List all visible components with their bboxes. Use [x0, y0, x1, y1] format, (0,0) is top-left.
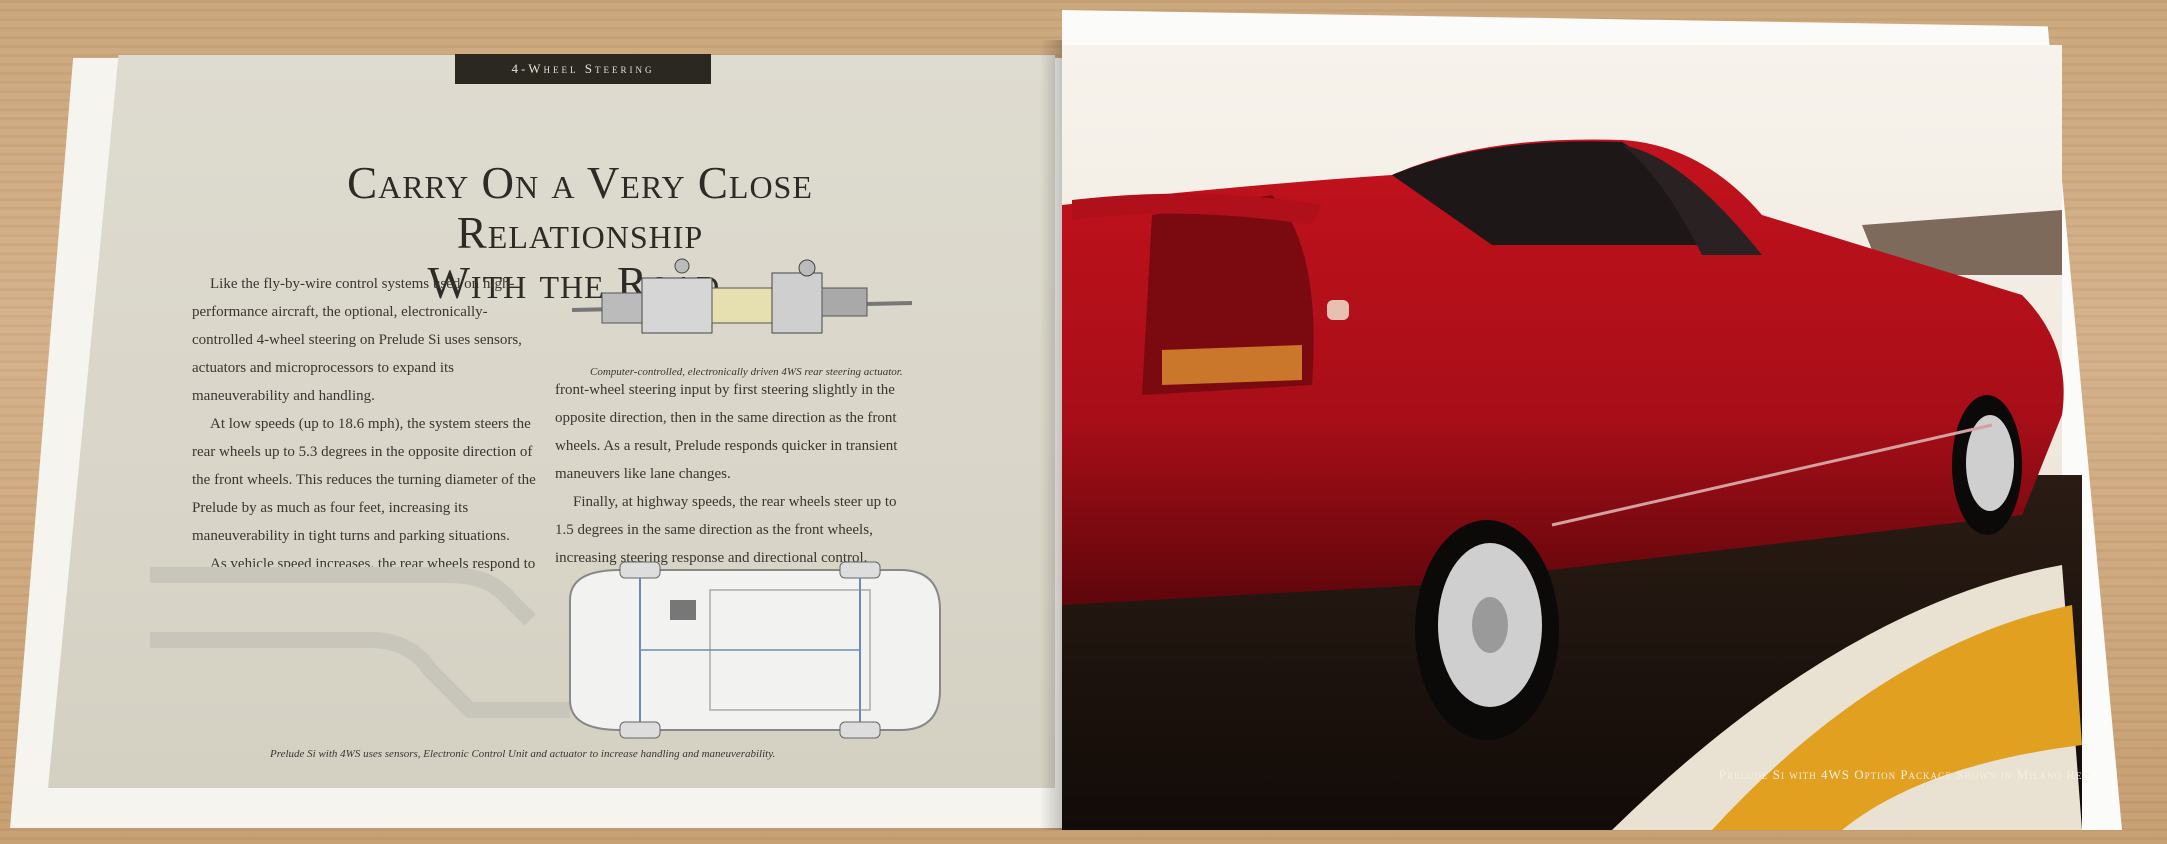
body-column-1: Like the fly-by-wire control systems use…: [192, 270, 547, 578]
body-column-2: front-wheel steering input by first stee…: [555, 376, 900, 572]
body-paragraph: Like the fly-by-wire control systems use…: [192, 276, 522, 404]
car-top-view-illustration: [150, 561, 941, 739]
car-diagram-caption: Prelude Si with 4WS uses sensors, Electr…: [270, 748, 776, 760]
section-tab: 4-Wheel Steering: [455, 54, 711, 84]
actuator-caption: Computer-controlled, electronically driv…: [590, 366, 903, 378]
body-paragraph: At low speeds (up to 18.6 mph), the syst…: [192, 416, 536, 544]
rear-steering-actuator-illustration: [572, 258, 912, 334]
photo-caption: Prelude Si with 4WS Option Package Shown…: [1718, 767, 2090, 782]
red-prelude-photo: [1062, 45, 2082, 830]
body-paragraph: front-wheel steering input by first stee…: [555, 382, 898, 482]
headline-line-1: Carry On a Very Close Relationship: [347, 158, 813, 258]
